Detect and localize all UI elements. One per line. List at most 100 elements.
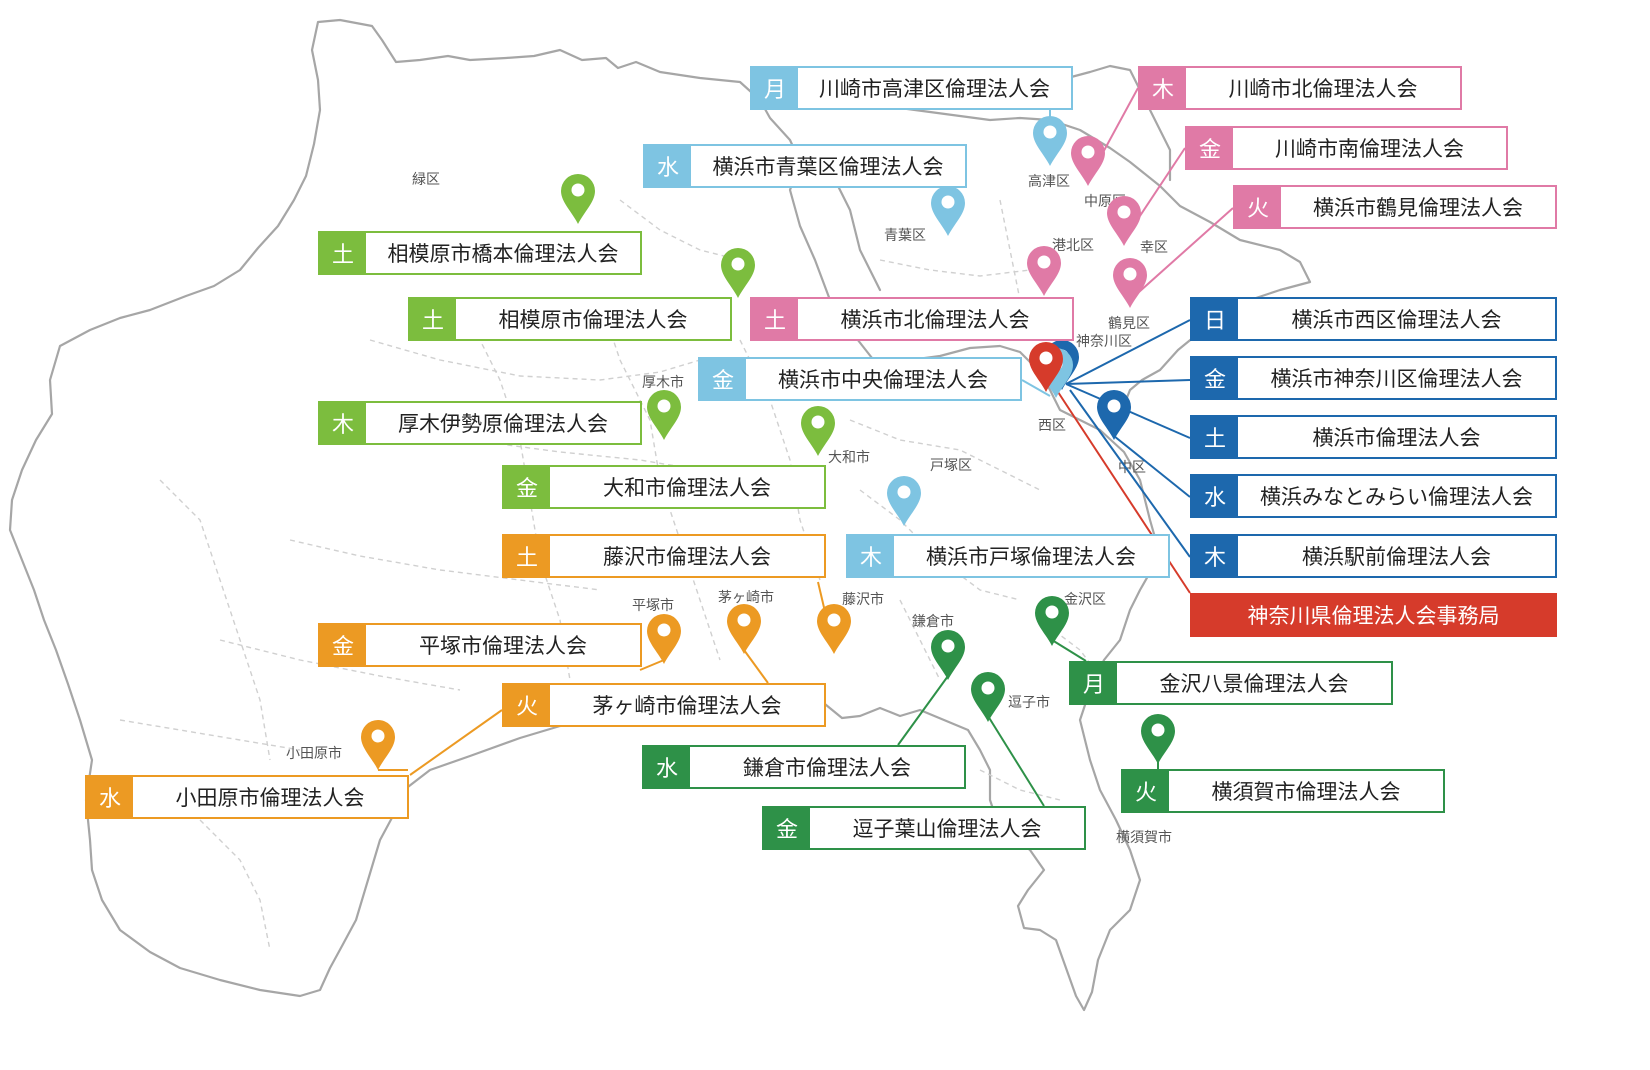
pin-hashimoto-marker[interactable] bbox=[561, 174, 595, 224]
place-label: 神奈川区 bbox=[1076, 334, 1132, 350]
day-badge: 木 bbox=[848, 536, 894, 576]
place-label: 茅ヶ崎市 bbox=[718, 589, 774, 606]
lodge-label-yokohama-nishi[interactable]: 日横浜市西区倫理法人会 bbox=[1190, 297, 1557, 341]
day-badge: 木 bbox=[1140, 68, 1186, 108]
pin-aoba-marker[interactable] bbox=[931, 186, 965, 236]
pin-totsuka-marker[interactable] bbox=[887, 476, 921, 526]
pin-zushi-marker[interactable] bbox=[971, 672, 1005, 722]
lodge-label-yokohama-aoba[interactable]: 水横浜市青葉区倫理法人会 bbox=[643, 144, 967, 188]
day-badge: 日 bbox=[1192, 299, 1238, 339]
pin-kohoku-marker[interactable] bbox=[1027, 246, 1061, 296]
lodge-label-zushi-hayama[interactable]: 金 逗子葉山倫理法人会 bbox=[762, 806, 1086, 850]
lodge-name: 茅ヶ崎市倫理法人会 bbox=[592, 694, 782, 718]
place-label: 平塚市 bbox=[632, 597, 674, 614]
lodge-label-fujisawa[interactable]: 土藤沢市倫理法人会 bbox=[502, 534, 826, 578]
lodge-name: 平塚市倫理法人会 bbox=[419, 634, 587, 658]
lodge-label-yamato[interactable]: 金 大和市倫理法人会 bbox=[502, 465, 826, 509]
lodge-label-sagamihara[interactable]: 土相模原市倫理法人会 bbox=[408, 297, 732, 341]
day-badge: 水 bbox=[644, 747, 690, 787]
lodge-label-yokosuka[interactable]: 火横須賀市倫理法人会 bbox=[1121, 769, 1445, 813]
lodge-name: 横浜市鶴見倫理法人会 bbox=[1313, 196, 1523, 220]
lodge-label-sagamihara-hashimoto[interactable]: 土相模原市橋本倫理法人会 bbox=[318, 231, 642, 275]
lodge-label-yokohama-minatomirai[interactable]: 水横浜みなとみらい倫理法人会 bbox=[1190, 474, 1557, 518]
day-badge: 土 bbox=[320, 233, 366, 273]
lodge-label-yokohama-kanagawa[interactable]: 金 横浜市神奈川区倫理法人会 bbox=[1190, 356, 1557, 400]
day-badge: 月 bbox=[1071, 663, 1117, 703]
lodge-label-yokohama-kita[interactable]: 土横浜市北倫理法人会 bbox=[750, 297, 1074, 341]
pin-office-marker[interactable] bbox=[1029, 342, 1063, 392]
day-badge: 木 bbox=[1192, 536, 1238, 576]
pin-kamakura-marker[interactable] bbox=[931, 630, 965, 680]
lodge-name: 川崎市南倫理法人会 bbox=[1275, 137, 1464, 161]
leader-line bbox=[1021, 379, 1051, 397]
pin-atsugi-marker[interactable] bbox=[647, 390, 681, 440]
lodge-label-kamakura[interactable]: 水 鎌倉市倫理法人会 bbox=[642, 745, 966, 789]
day-badge: 金 bbox=[764, 808, 810, 848]
lodge-label-kawasaki-kita[interactable]: 木川崎市北倫理法人会 bbox=[1138, 66, 1462, 110]
pin-yamato-marker[interactable] bbox=[801, 406, 835, 456]
pin-takatsu-marker[interactable] bbox=[1033, 116, 1067, 166]
lodge-name: 横浜市神奈川区倫理法人会 bbox=[1270, 367, 1523, 391]
pin-naka-marker[interactable] bbox=[1097, 390, 1131, 440]
place-label: 小田原市 bbox=[286, 745, 342, 762]
day-badge: 金 bbox=[1192, 358, 1238, 398]
pin-tsurumi-marker[interactable] bbox=[1113, 258, 1147, 308]
lodge-label-yokohama-chuo[interactable]: 金横浜市中央倫理法人会 bbox=[698, 357, 1022, 401]
lodge-name: 大和市倫理法人会 bbox=[603, 476, 771, 500]
lodge-label-yokohama[interactable]: 土横浜市倫理法人会 bbox=[1190, 415, 1557, 459]
place-label: 高津区 bbox=[1028, 173, 1070, 190]
day-badge: 火 bbox=[504, 685, 550, 725]
lodge-label-chigasaki[interactable]: 火 茅ヶ崎市倫理法人会 bbox=[502, 683, 826, 727]
lodge-name: 鎌倉市倫理法人会 bbox=[743, 756, 911, 780]
lodge-label-atsugi-isehara[interactable]: 木 厚木伊勢原倫理法人会 bbox=[318, 401, 642, 445]
day-badge: 木 bbox=[320, 403, 366, 443]
lodge-name: 相模原市倫理法人会 bbox=[498, 308, 688, 332]
day-badge: 月 bbox=[752, 68, 798, 108]
pin-saiwai-marker[interactable] bbox=[1107, 196, 1141, 246]
pin-yokosuka-marker[interactable] bbox=[1141, 714, 1175, 764]
place-label: 金沢区 bbox=[1064, 592, 1106, 608]
leader-line bbox=[1051, 639, 1087, 662]
pin-sagamihara-marker[interactable] bbox=[721, 248, 755, 298]
lodge-label-odawara[interactable]: 水小田原市倫理法人会 bbox=[85, 775, 409, 819]
day-badge: 金 bbox=[700, 359, 746, 399]
lodge-label-hiratsuka[interactable]: 金平塚市倫理法人会 bbox=[318, 623, 642, 667]
pin-odawara-marker[interactable] bbox=[361, 720, 395, 770]
day-badge: 火 bbox=[1123, 771, 1169, 811]
day-badge: 水 bbox=[645, 146, 691, 186]
pin-chigasaki-marker[interactable] bbox=[727, 604, 761, 654]
office-name: 神奈川県倫理法人会事務局 bbox=[1247, 604, 1500, 628]
pin-nakahara-marker[interactable] bbox=[1071, 136, 1105, 186]
place-label: 横須賀市 bbox=[1116, 829, 1172, 846]
pin-fujisawa-marker[interactable] bbox=[817, 604, 851, 654]
lodge-name: 横浜駅前倫理法人会 bbox=[1302, 545, 1491, 569]
lodge-label-yokohama-totsuka[interactable]: 木横浜市戸塚倫理法人会 bbox=[846, 534, 1170, 578]
lodge-name: 相模原市橋本倫理法人会 bbox=[387, 242, 619, 266]
place-label: 西区 bbox=[1038, 418, 1066, 434]
leader-line bbox=[1065, 379, 1191, 385]
lodge-label-kanazawa-hakkei[interactable]: 月 金沢八景倫理法人会 bbox=[1069, 661, 1393, 705]
place-label: 鎌倉市 bbox=[912, 613, 954, 630]
lodge-name: 小田原市倫理法人会 bbox=[175, 786, 365, 810]
lodge-label-kawasaki-minami[interactable]: 金 川崎市南倫理法人会 bbox=[1185, 126, 1508, 170]
river bbox=[828, 168, 882, 292]
lodge-label-yokohama-ekimae[interactable]: 木 横浜駅前倫理法人会 bbox=[1190, 534, 1557, 578]
prefecture-office-label[interactable]: 神奈川県倫理法人会事務局 bbox=[1190, 593, 1557, 637]
leader-line bbox=[1113, 435, 1191, 498]
day-badge: 金 bbox=[1187, 128, 1233, 168]
place-label: 鶴見区 bbox=[1108, 315, 1150, 332]
lodge-name: 厚木伊勢原倫理法人会 bbox=[398, 412, 608, 436]
lodge-name: 横浜市倫理法人会 bbox=[1312, 426, 1481, 450]
upper-coast bbox=[1038, 64, 1172, 182]
place-label: 逗子市 bbox=[1008, 694, 1050, 711]
pin-hiratsuka-marker[interactable] bbox=[647, 614, 681, 664]
day-badge: 水 bbox=[1192, 476, 1238, 516]
lodge-label-yokohama-tsurumi[interactable]: 火横浜市鶴見倫理法人会 bbox=[1233, 185, 1557, 229]
lodge-name: 逗子葉山倫理法人会 bbox=[852, 817, 1042, 841]
lodge-name: 金沢八景倫理法人会 bbox=[1159, 672, 1349, 696]
leader-line bbox=[1065, 319, 1191, 385]
pin-kanazawa-marker[interactable] bbox=[1035, 596, 1069, 646]
lodge-label-kawasaki-takatsu[interactable]: 月川崎市高津区倫理法人会 bbox=[750, 66, 1073, 110]
day-badge: 金 bbox=[504, 467, 550, 507]
place-label: 戸塚区 bbox=[930, 458, 972, 474]
